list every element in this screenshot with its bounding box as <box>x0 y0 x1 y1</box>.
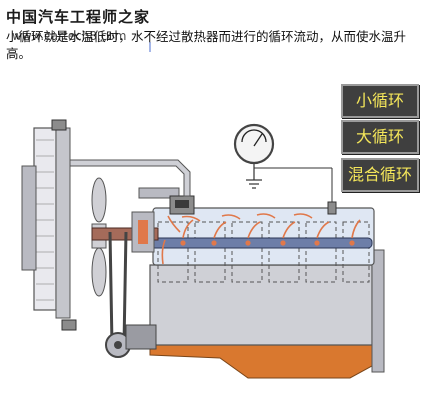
engine-block <box>149 264 373 346</box>
gauge-needle <box>241 129 267 147</box>
engine-rear-mount <box>371 249 385 373</box>
cylinders <box>157 221 370 283</box>
large-loop-button[interactable]: 大循环 <box>341 120 419 154</box>
watermark-url: www.cartech8.com <box>12 29 127 43</box>
radiator-frame <box>21 165 37 271</box>
description-text: 小循环就是水温低时，水不经过散热器而进行的循环流动，从而使水温升高。 <box>6 29 407 61</box>
pump-impeller <box>138 220 148 244</box>
temperature-gauge <box>233 123 275 165</box>
oil-pan <box>149 344 373 379</box>
drive-belt <box>108 231 128 346</box>
radiator-cap <box>51 119 67 131</box>
radiator-core <box>33 127 57 311</box>
crank-pulley-hub <box>114 341 122 349</box>
coolant-flow-arrows <box>161 213 361 265</box>
mixed-loop-button[interactable]: 混合循环 <box>341 158 419 192</box>
radiator-fins <box>36 139 54 301</box>
ground-symbol <box>246 170 262 189</box>
small-loop-button[interactable]: 小循环 <box>341 84 419 118</box>
radiator-tank <box>55 127 71 319</box>
radiator-drain <box>61 319 77 331</box>
watermark-title: 中国汽车工程师之家 <box>6 8 151 26</box>
upper-radiator-hose <box>59 148 191 197</box>
temp-sensor <box>327 201 337 215</box>
thermostat-valve <box>175 200 189 208</box>
pipe-holes <box>180 240 355 246</box>
crankshaft-nose <box>125 324 157 350</box>
outlet-tube <box>138 187 180 199</box>
